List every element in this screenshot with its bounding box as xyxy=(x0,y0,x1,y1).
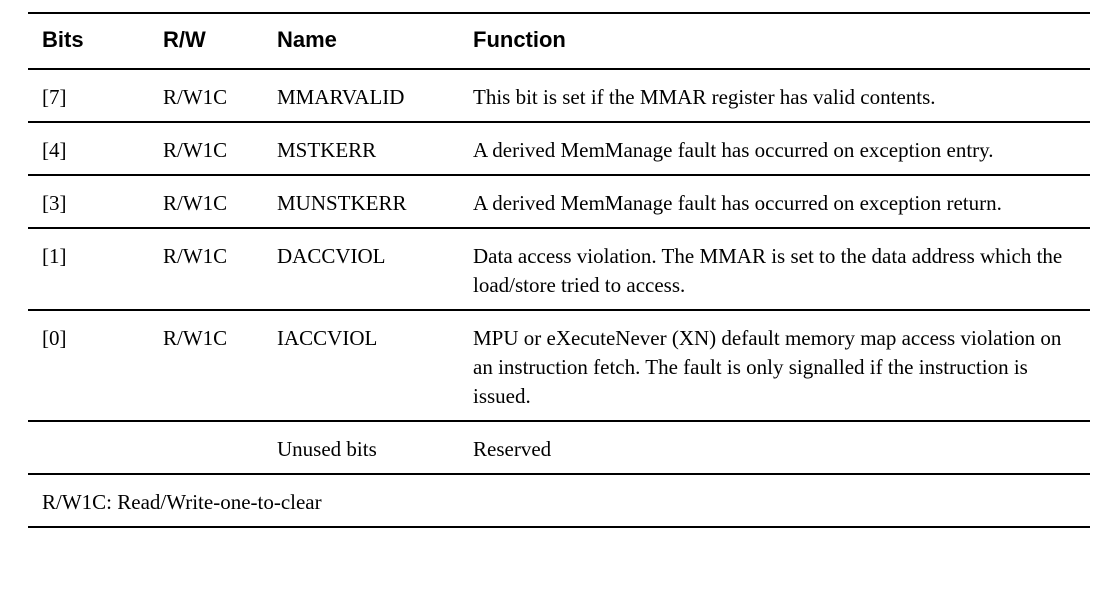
cell-name: Unused bits xyxy=(277,437,377,461)
cell-bits: [0] xyxy=(42,326,67,350)
cell-rw: R/W1C xyxy=(163,244,228,268)
cell-function: A derived MemManage fault has occurred o… xyxy=(473,138,994,162)
cell-rw: R/W1C xyxy=(163,138,228,162)
cell-name: MSTKERR xyxy=(277,138,377,162)
header-row: Bits R/W Name Function xyxy=(28,13,1090,69)
table-row: [1] R/W1C DACCVIOL Data access violation… xyxy=(28,228,1090,310)
cell-function: This bit is set if the MMAR register has… xyxy=(473,85,936,109)
cell-function: MPU or eXecuteNever (XN) default memory … xyxy=(473,326,1062,408)
cell-bits: [4] xyxy=(42,138,67,162)
column-header-bits: Bits xyxy=(42,27,84,52)
cell-rw: R/W1C xyxy=(163,191,228,215)
table-row: [4] R/W1C MSTKERR A derived MemManage fa… xyxy=(28,122,1090,175)
footnote-row: R/W1C: Read/Write-one-to-clear xyxy=(28,474,1090,527)
register-bits-table: Bits R/W Name Function [7] R/W1C MMARVAL… xyxy=(28,12,1090,528)
cell-bits xyxy=(28,421,149,474)
table-row-unused-bits: Unused bits Reserved xyxy=(28,421,1090,474)
footnote-text: R/W1C: Read/Write-one-to-clear xyxy=(42,490,322,514)
column-header-name: Name xyxy=(277,27,337,52)
cell-bits: [1] xyxy=(42,244,67,268)
table-row: [7] R/W1C MMARVALID This bit is set if t… xyxy=(28,69,1090,122)
column-header-rw: R/W xyxy=(163,27,206,52)
cell-rw xyxy=(149,421,263,474)
cell-rw: R/W1C xyxy=(163,326,228,350)
cell-name: IACCVIOL xyxy=(277,326,378,350)
cell-bits: [3] xyxy=(42,191,67,215)
cell-name: MMARVALID xyxy=(277,85,405,109)
cell-bits: [7] xyxy=(42,85,67,109)
cell-name: DACCVIOL xyxy=(277,244,386,268)
cell-name: MUNSTKERR xyxy=(277,191,407,215)
column-header-function: Function xyxy=(473,27,566,52)
cell-function: A derived MemManage fault has occurred o… xyxy=(473,191,1002,215)
cell-rw: R/W1C xyxy=(163,85,228,109)
table-row: [3] R/W1C MUNSTKERR A derived MemManage … xyxy=(28,175,1090,228)
cell-function: Data access violation. The MMAR is set t… xyxy=(473,244,1063,297)
table-row: [0] R/W1C IACCVIOL MPU or eXecuteNever (… xyxy=(28,310,1090,421)
cell-function: Reserved xyxy=(473,437,552,461)
